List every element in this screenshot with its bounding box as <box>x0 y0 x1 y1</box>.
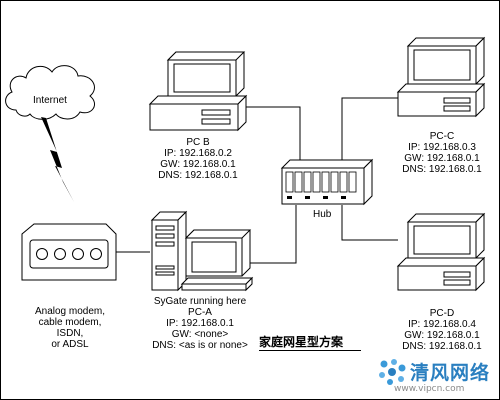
pcc-computer-icon <box>396 36 486 118</box>
pcd-gw: GW: 192.168.0.1 <box>404 330 480 341</box>
pcb-name: PC B <box>186 137 210 148</box>
hub-label: Hub <box>313 209 332 220</box>
link-pcb-hub <box>245 106 301 165</box>
link-pcd-hub <box>341 205 398 241</box>
watermark: 清风网络 www.vipcn.com <box>372 356 498 398</box>
pcb-dns: DNS: 192.168.0.1 <box>158 170 238 181</box>
link-pcc-hub <box>341 97 398 165</box>
watermark-text: 清风网络 <box>410 362 491 384</box>
watermark-logo-icon <box>379 359 406 385</box>
internet-cloud-icon <box>5 65 95 120</box>
modem-label: Analog modem, cable modem, ISDN, or ADSL <box>20 306 120 350</box>
pcd-computer-icon <box>396 212 486 292</box>
modem-icon <box>21 223 117 281</box>
pcc-label: PC-C IP: 192.168.0.3 GW: 192.168.0.1 DNS… <box>390 131 494 175</box>
pca-dns: DNS: <as is or none> <box>152 340 248 351</box>
hub-icon <box>280 158 374 206</box>
pca-label: SyGate running here PC-A IP: 192.168.0.1… <box>136 296 264 351</box>
pca-ip: IP: 192.168.0.1 <box>166 318 234 329</box>
pcd-name: PC-D <box>429 308 455 319</box>
title-underline <box>259 350 361 351</box>
watermark-url: www.vipcn.com <box>394 384 465 394</box>
pcc-ip: IP: 192.168.0.3 <box>408 142 476 153</box>
pcb-computer-icon <box>148 51 248 132</box>
pca-computer-icon <box>150 210 254 292</box>
pcc-dns: DNS: 192.168.0.1 <box>402 164 482 175</box>
modem-label-line: cable modem, <box>38 317 102 328</box>
lightning-bolt-icon <box>41 117 74 202</box>
modem-label-line: or ADSL <box>51 339 89 350</box>
pcb-gw: GW: 192.168.0.1 <box>160 159 236 170</box>
pca-note: SyGate running here <box>153 296 247 307</box>
pcb-ip: IP: 192.168.0.2 <box>164 148 232 159</box>
pcc-gw: GW: 192.168.0.1 <box>404 153 480 164</box>
connection-lines <box>116 97 398 264</box>
diagram-title: 家庭网星型方案 <box>259 335 344 349</box>
pcd-dns: DNS: 192.168.0.1 <box>402 341 482 352</box>
pcd-label: PC-D IP: 192.168.0.4 GW: 192.168.0.1 DNS… <box>390 308 494 352</box>
internet-label: Internet <box>33 95 67 106</box>
modem-label-line: ISDN, <box>56 328 84 339</box>
pca-name: PC-A <box>188 307 212 318</box>
pcb-label: PC B IP: 192.168.0.2 GW: 192.168.0.1 DNS… <box>143 137 253 181</box>
link-pca-hub <box>248 205 297 264</box>
modem-label-line: Analog modem, <box>34 306 106 317</box>
pca-gw: GW: <none> <box>171 329 229 340</box>
pcd-ip: IP: 192.168.0.4 <box>408 319 476 330</box>
pcc-name: PC-C <box>429 131 455 142</box>
